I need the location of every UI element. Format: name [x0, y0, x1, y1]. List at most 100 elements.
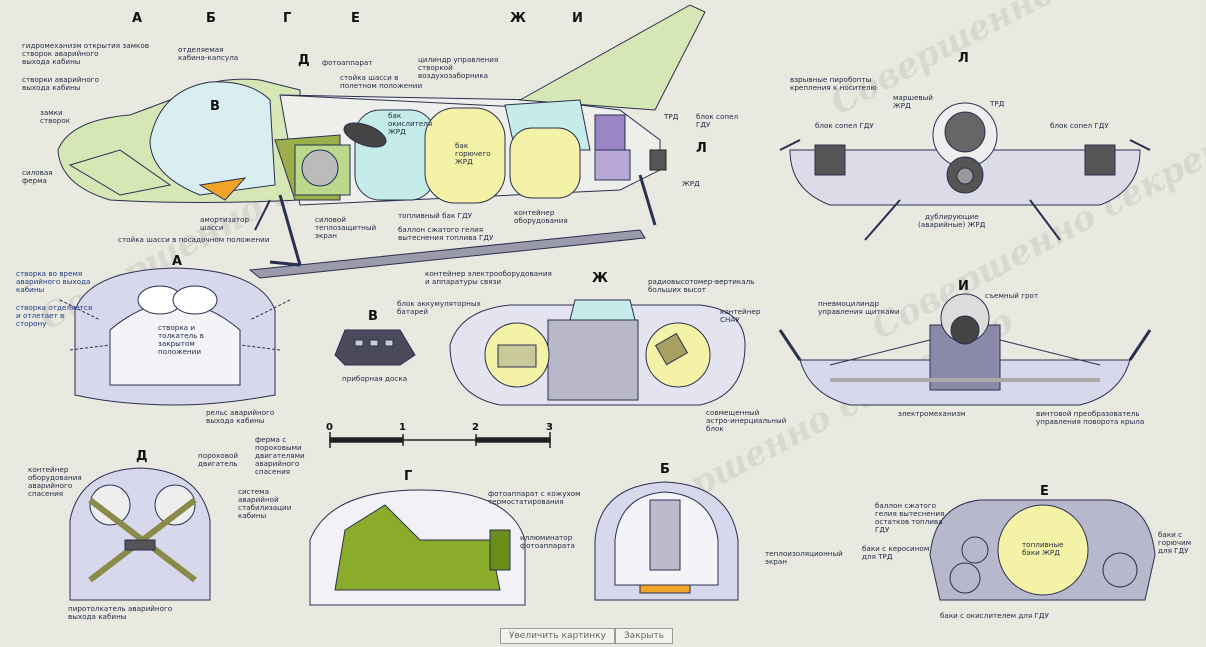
view-zh — [449, 299, 746, 406]
svg-text:Г: Г — [404, 469, 412, 484]
letter-e: Е — [351, 11, 360, 26]
svg-text:Ж: Ж — [592, 271, 608, 286]
letter-i: И — [572, 11, 583, 26]
view-v-labels: В приборная доска — [342, 309, 407, 383]
svg-text:ЖРД: ЖРД — [682, 179, 700, 188]
svg-text:блок сопел ГДУ: блок сопел ГДУ — [815, 121, 874, 130]
svg-text:стойка шасси в посадочном поло: стойка шасси в посадочном положении — [118, 235, 270, 244]
svg-text:0: 0 — [326, 422, 333, 433]
svg-text:дублирующие(аварийные) ЖРД: дублирующие(аварийные) ЖРД — [918, 212, 986, 229]
svg-text:ТРД: ТРД — [663, 112, 679, 121]
letter-v: В — [210, 99, 220, 114]
main-side-view — [57, 4, 706, 279]
scale-bar — [329, 432, 551, 448]
letter-d: Д — [298, 53, 310, 68]
view-a — [59, 267, 291, 406]
letter-b: Б — [206, 11, 216, 26]
view-b — [594, 481, 739, 601]
view-i — [778, 293, 1152, 406]
svg-text:ТРД: ТРД — [989, 99, 1005, 108]
view-v — [334, 329, 416, 366]
view-l — [779, 102, 1151, 241]
svg-text:3: 3 — [546, 422, 553, 433]
svg-text:А: А — [172, 254, 182, 269]
svg-text:Л: Л — [958, 51, 969, 66]
svg-text:электромеханизм: электромеханизм — [898, 409, 966, 418]
svg-text:1: 1 — [399, 422, 406, 433]
svg-text:топливный бак ГДУ: топливный бак ГДУ — [398, 211, 473, 220]
letter-a: А — [132, 11, 142, 26]
view-g — [309, 489, 526, 606]
svg-text:2: 2 — [472, 422, 479, 433]
view-d — [69, 467, 211, 601]
section-letters: А Б Г Е Ж И Д В Л — [132, 11, 707, 156]
svg-text:приборная доска: приборная доска — [342, 374, 407, 383]
svg-text:съемный грот: съемный грот — [985, 291, 1038, 300]
scale-labels: 0 1 2 3 — [326, 422, 553, 433]
letter-zh: Ж — [510, 11, 526, 26]
svg-text:Д: Д — [136, 449, 148, 464]
svg-text:фотоаппарат: фотоаппарат — [322, 58, 373, 67]
svg-text:Е: Е — [1040, 484, 1049, 499]
svg-text:блок сопел ГДУ: блок сопел ГДУ — [1050, 121, 1109, 130]
svg-text:Б: Б — [660, 462, 670, 477]
svg-text:В: В — [368, 309, 378, 324]
letter-l: Л — [696, 141, 707, 156]
bottom-bar: Увеличить картинку Закрыть — [500, 628, 673, 644]
enlarge-image-button[interactable]: Увеличить картинку — [500, 628, 615, 644]
letter-g: Г — [283, 11, 291, 26]
close-button[interactable]: Закрыть — [614, 628, 673, 644]
view-e — [929, 499, 1156, 601]
svg-text:баки с окислителем для ГДУ: баки с окислителем для ГДУ — [940, 611, 1049, 620]
